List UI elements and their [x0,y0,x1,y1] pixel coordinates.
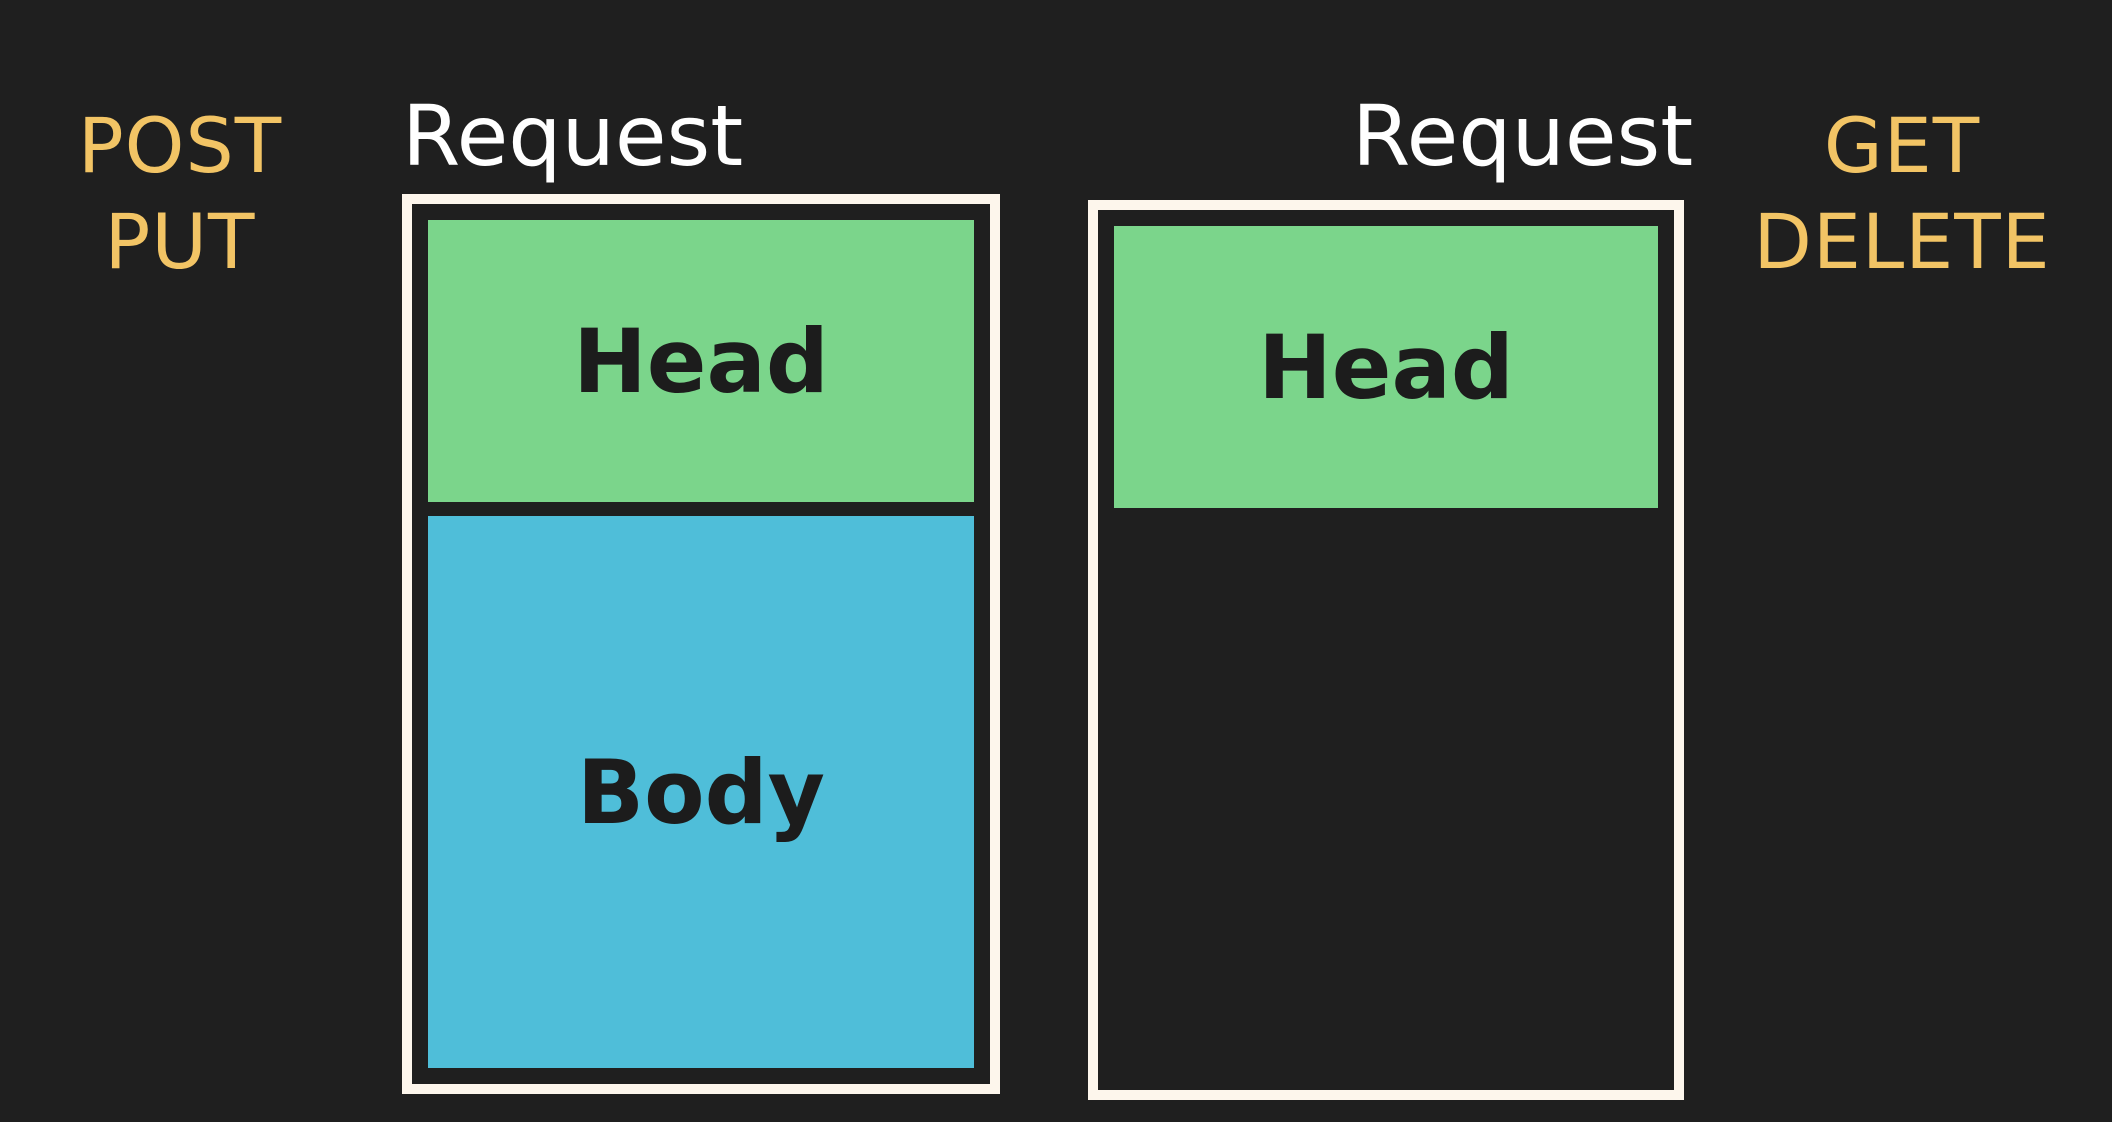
request-title-left: Request [402,87,744,185]
method-get: GET [1823,101,1981,190]
request-box-without-body: Head [1088,200,1684,1100]
body-section: Body [428,516,974,1068]
methods-with-body: POST PUT [58,98,302,290]
head-section: Head [1114,226,1658,508]
request-box-with-body: Head Body [402,194,1000,1094]
request-title-right: Request [1352,87,1694,185]
method-delete: DELETE [1753,197,2051,286]
method-post: POST [77,101,283,190]
methods-without-body: GET DELETE [1742,98,2062,290]
head-section: Head [428,220,974,502]
method-put: PUT [104,197,256,286]
